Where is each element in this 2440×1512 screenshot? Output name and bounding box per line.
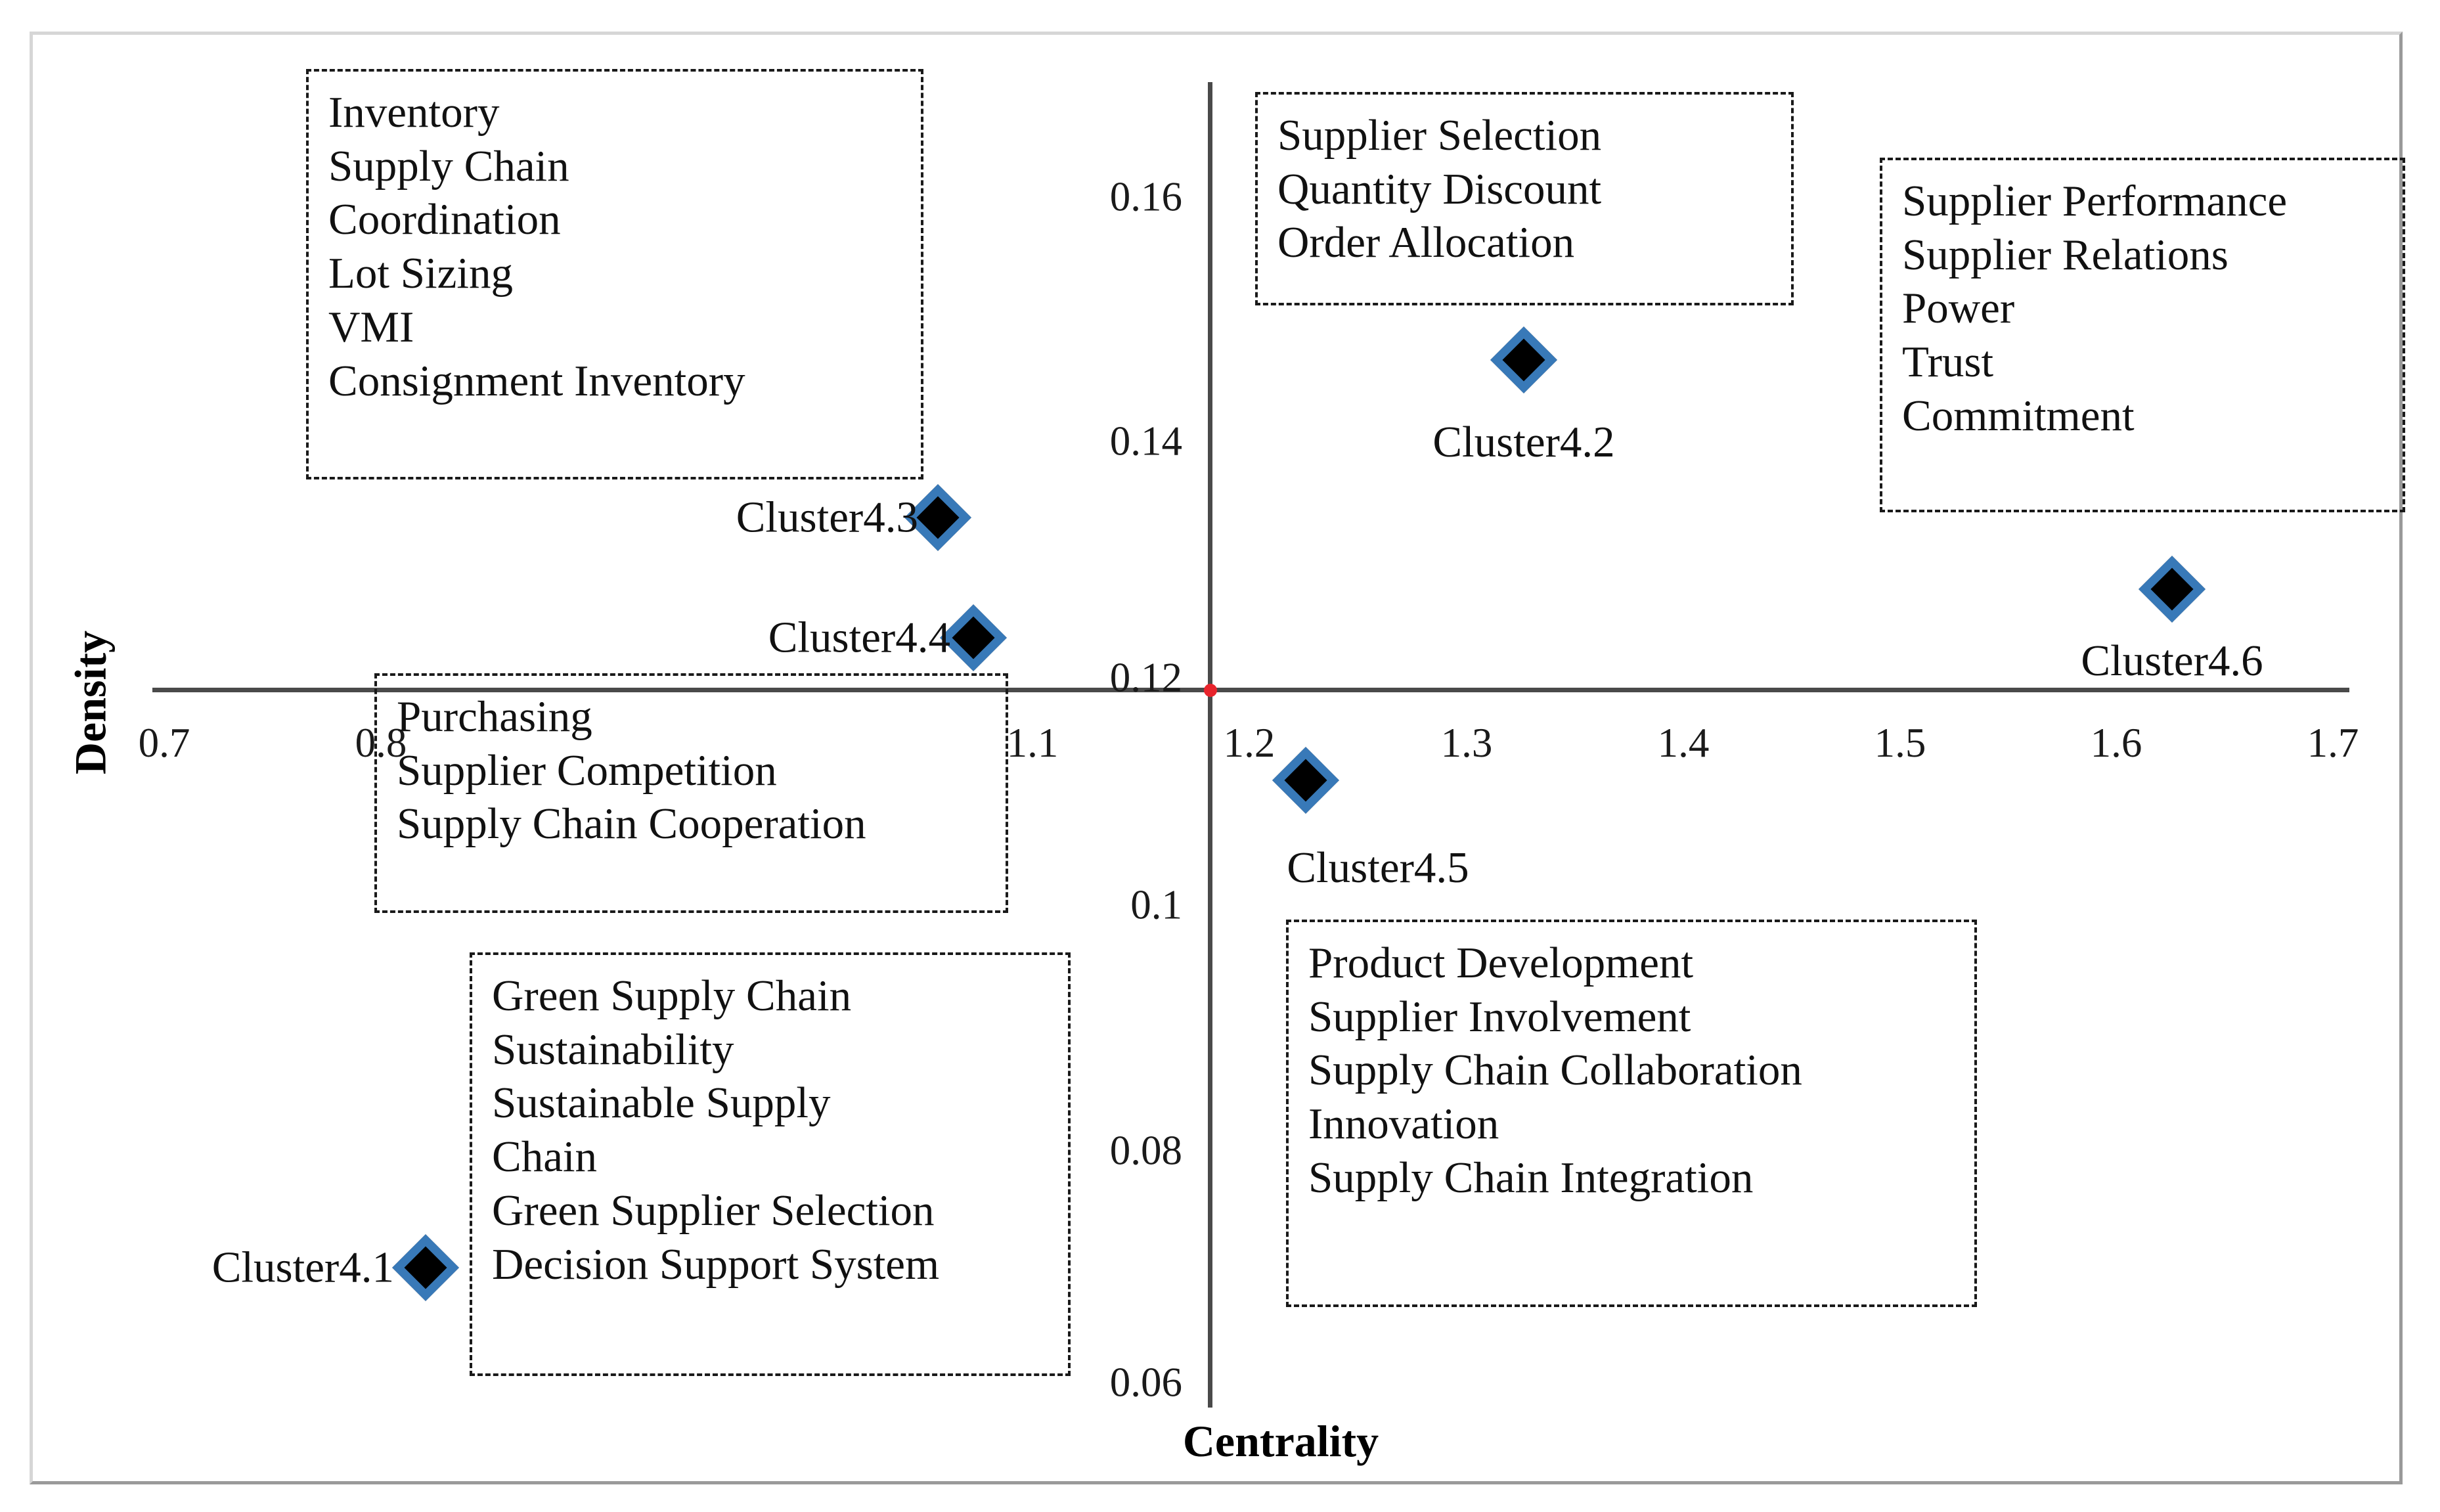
- keyword-item: Purchasing: [397, 692, 592, 741]
- keyword-item: Innovation: [1308, 1100, 1499, 1149]
- data-label-cluster-4-4: Cluster4.4: [768, 613, 950, 662]
- keyword-item: Sustainability: [492, 1025, 734, 1074]
- keyword-item: Supplier Performance: [1902, 177, 2288, 225]
- y-axis-line: [1208, 82, 1212, 1408]
- keyword-item: Green Supply Chain: [492, 971, 852, 1020]
- keyword-item: Supplier Involvement: [1308, 992, 1691, 1041]
- data-label-cluster-4-3: Cluster4.3: [736, 493, 918, 542]
- keyword-item: Consignment Inventory: [328, 356, 745, 405]
- x-tick-1-4: 1.4: [1657, 720, 1710, 766]
- y-tick-0-12: 0.12: [1109, 654, 1182, 701]
- keyword-item: Decision Support System: [492, 1239, 940, 1289]
- keyword-item: Supplier Competition: [397, 745, 777, 795]
- data-point-cluster-4-5[interactable]: [1272, 747, 1339, 814]
- keyword-item: Trust: [1902, 338, 1994, 387]
- keyword-box-cluster-4-2: Supplier Selection Quantity Discount Ord…: [1255, 92, 1794, 305]
- keyword-item: Supply Chain: [328, 141, 569, 190]
- keyword-item: Supplier Selection: [1277, 111, 1602, 160]
- keyword-item: Green Supplier Selection: [492, 1186, 935, 1235]
- data-point-cluster-4-1[interactable]: [392, 1234, 459, 1301]
- origin-marker-icon: [1204, 684, 1217, 697]
- x-tick-1-5: 1.5: [1874, 720, 1926, 766]
- y-tick-0-14: 0.14: [1109, 418, 1182, 464]
- keyword-item: VMI: [328, 302, 414, 351]
- keyword-box-cluster-4-3: Inventory Supply Chain Coordination Lot …: [306, 69, 923, 479]
- keyword-item: Supply Chain Integration: [1308, 1153, 1754, 1202]
- y-tick-0-06: 0.06: [1109, 1359, 1182, 1406]
- data-label-cluster-4-2: Cluster4.2: [1432, 418, 1615, 466]
- keyword-item: Coordination: [328, 195, 561, 244]
- keyword-item: Product Development: [1308, 939, 1694, 987]
- keyword-item: Supply Chain Collaboration: [1308, 1046, 1802, 1095]
- keyword-box-cluster-4-5: Product Development Supplier Involvement…: [1286, 920, 1977, 1307]
- keyword-item: Supplier Relations: [1902, 230, 2229, 279]
- data-point-cluster-4-2[interactable]: [1490, 326, 1557, 393]
- keyword-item: Chain: [492, 1132, 598, 1182]
- data-point-cluster-4-6[interactable]: [2139, 556, 2206, 623]
- data-label-cluster-4-6: Cluster4.6: [2081, 636, 2263, 685]
- y-tick-0-1: 0.1: [1130, 881, 1182, 928]
- x-axis-line: [152, 688, 2349, 692]
- keyword-item: Order Allocation: [1277, 218, 1575, 267]
- keyword-box-cluster-4-1: Green Supply Chain Sustainability Sustai…: [470, 952, 1071, 1376]
- x-tick-1-1: 1.1: [1006, 720, 1059, 766]
- data-label-cluster-4-1: Cluster4.1: [211, 1243, 394, 1292]
- keyword-item: Commitment: [1902, 391, 2135, 440]
- keyword-item: Lot Sizing: [328, 249, 514, 298]
- x-tick-1-7: 1.7: [2307, 720, 2359, 766]
- x-tick-1-3: 1.3: [1440, 720, 1493, 766]
- keyword-item: Power: [1902, 284, 2015, 333]
- y-axis-title: Density: [65, 630, 116, 775]
- keyword-item: Sustainable Supply: [492, 1078, 831, 1128]
- x-tick-0-7: 0.7: [138, 720, 190, 766]
- data-label-cluster-4-5: Cluster4.5: [1287, 843, 1469, 892]
- y-tick-0-16: 0.16: [1109, 173, 1182, 220]
- x-tick-1-6: 1.6: [2090, 720, 2142, 766]
- keyword-box-cluster-4-4: Purchasing Supplier Competition Supply C…: [374, 673, 1008, 913]
- x-tick-1-2: 1.2: [1223, 720, 1275, 766]
- y-tick-0-08: 0.08: [1109, 1127, 1182, 1174]
- keyword-item: Supply Chain Cooperation: [397, 799, 866, 849]
- keyword-item: Quantity Discount: [1277, 164, 1602, 213]
- keyword-item: Inventory: [328, 88, 500, 137]
- keyword-box-cluster-4-6: Supplier Performance Supplier Relations …: [1880, 158, 2405, 512]
- x-axis-title: Centrality: [1182, 1416, 1379, 1466]
- x-tick-0-8: 0.8: [355, 720, 407, 766]
